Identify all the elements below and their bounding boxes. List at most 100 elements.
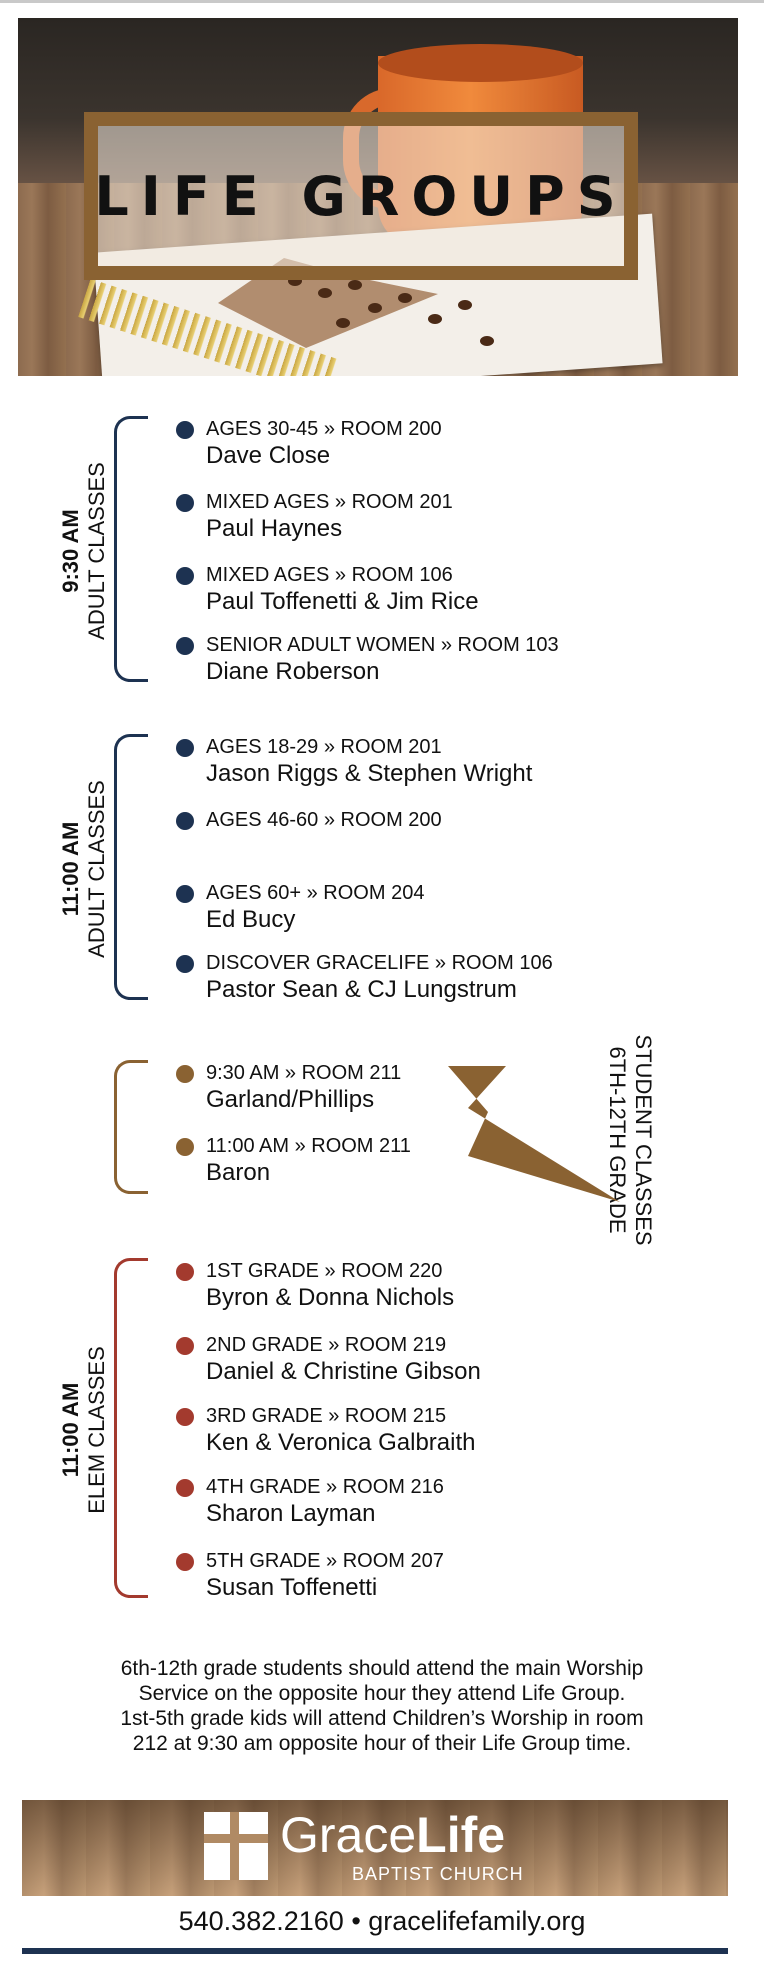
separator-dot: • [351,1906,361,1936]
class-leader: Baron [206,1159,271,1186]
bullet-dot [176,1065,194,1083]
bullet-dot [176,1138,194,1156]
class-room: 4TH GRADE » ROOM 216 [206,1476,444,1498]
coffee-bean [318,288,332,298]
group-bracket [114,416,148,682]
class-leader: Diane Roberson [206,658,380,685]
title-frame [84,112,638,280]
class-leader: Garland/Phillips [206,1086,375,1113]
page-title: LIFE GROUPS [94,164,628,228]
coffee-bean [368,303,382,313]
class-leader: Jason Riggs & Stephen Wright [206,760,533,787]
group-class-type: ADULT CLASSES [84,462,109,640]
class-leader: Daniel & Christine Gibson [206,1358,481,1385]
group-time: 11:00 AM [58,1382,83,1478]
group-time: 11:00 AM [58,821,83,917]
contact-line: 540.382.2160 • gracelifefamily.org [0,1906,764,1937]
class-room: AGES 46-60 » ROOM 200 [206,809,442,831]
class-room: 1ST GRADE » ROOM 220 [206,1260,443,1282]
class-leader: Ed Bucy [206,906,296,933]
group-bracket [114,1060,148,1194]
bullet-dot [176,1479,194,1497]
class-room: 2ND GRADE » ROOM 219 [206,1334,447,1356]
logo-subtitle: BAPTIST CHURCH [352,1864,524,1884]
class-room: 9:30 AM » ROOM 211 [206,1062,402,1084]
class-room: MIXED AGES » ROOM 201 [206,491,453,513]
group-time: 9:30 AM [58,509,83,593]
coffee-bean [348,280,362,290]
top-rule [0,0,764,3]
bullet-dot [176,739,194,757]
coffee-bean [398,293,412,303]
bullet-dot [176,1263,194,1281]
bottom-rule [22,1948,728,1954]
note-line: 6th-12th grade students should attend th… [120,1657,644,1680]
class-leader: Byron & Donna Nichols [206,1284,455,1311]
coffee-bean [480,336,494,346]
class-room: MIXED AGES » ROOM 106 [206,564,453,586]
class-leader: Dave Close [206,442,331,469]
logo-life: Life [416,1807,506,1863]
phone-number: 540.382.2160 [178,1906,344,1936]
coffee-bean [336,318,350,328]
class-room: SENIOR ADULT WOMEN » ROOM 103 [206,634,559,656]
bullet-dot [176,637,194,655]
class-room: 3RD GRADE » ROOM 215 [206,1405,447,1427]
footer-banner: GraceLife BAPTIST CHURCH [22,1800,728,1896]
class-room: AGES 30-45 » ROOM 200 [206,418,442,440]
note-line: 212 at 9:30 am opposite hour of their Li… [132,1732,632,1755]
group-class-type: ELEM CLASSES [84,1346,109,1514]
class-room: 11:00 AM » ROOM 211 [206,1135,411,1157]
class-leader: Paul Haynes [206,515,343,542]
footer-shade [22,1800,728,1896]
bullet-dot [176,885,194,903]
class-room: 5TH GRADE » ROOM 207 [206,1550,444,1572]
logo-grace: Grace [280,1807,417,1863]
class-leader: Sharon Layman [206,1500,376,1527]
note-line: 1st-5th grade kids will attend Children’… [120,1707,644,1730]
bullet-dot [176,567,194,585]
group-bracket [114,734,148,1000]
coffee-bean [428,314,442,324]
bullet-dot [176,494,194,512]
website-link[interactable]: gracelifefamily.org [368,1906,586,1936]
bullet-dot [176,1553,194,1571]
attendance-note: 6th-12th grade students should attend th… [40,1656,724,1756]
cross-logo-icon [204,1812,268,1880]
class-leader: Ken & Veronica Galbraith [206,1429,476,1456]
class-leader: Paul Toffenetti & Jim Rice [206,588,479,615]
hero-banner: LIFE GROUPS [18,18,738,376]
group-bracket [114,1258,148,1598]
student-grade-range: 6TH-12TH GRADE [605,1046,630,1234]
class-leader: Susan Toffenetti [206,1574,378,1601]
class-room: AGES 18-29 » ROOM 201 [206,736,442,758]
group-class-type: ADULT CLASSES [84,780,109,958]
mug-rim [378,44,583,82]
class-leader: Pastor Sean & CJ Lungstrum [206,976,517,1003]
bullet-dot [176,812,194,830]
student-classes-label: STUDENT CLASSES 6TH-12TH GRADE [600,1030,660,1250]
bullet-dot [176,1337,194,1355]
bullet-dot [176,1408,194,1426]
logo-wordmark: GraceLife [280,1808,505,1862]
coffee-bean [458,300,472,310]
student-classes-title: STUDENT CLASSES [631,1034,656,1246]
class-item: AGES 46-60 » ROOM 200 [176,809,676,865]
